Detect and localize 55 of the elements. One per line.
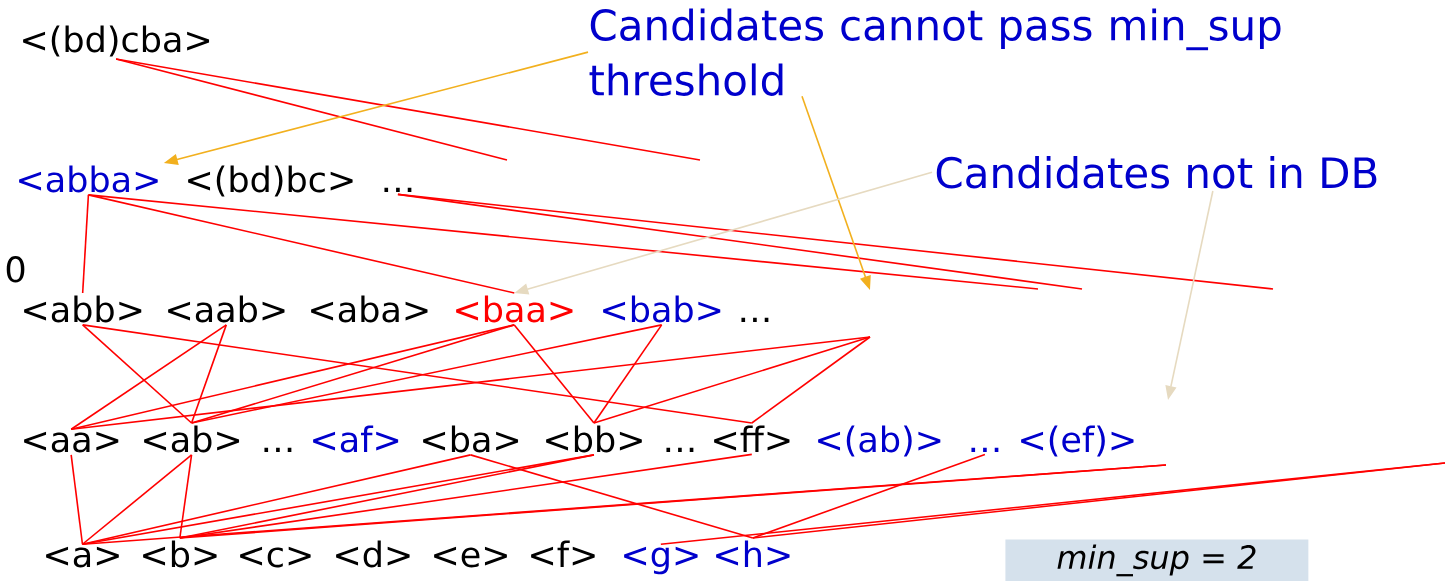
sequence-text: … [264, 447, 292, 452]
sequence-text: <ba> [423, 425, 519, 453]
sequence-text: <bab> [603, 295, 721, 323]
connector-line [751, 336, 871, 424]
connector-line [81, 194, 90, 294]
connector-line [593, 324, 663, 424]
sequence-text: <af> [313, 425, 399, 453]
sequence-text: … [666, 447, 694, 452]
callout-text: Candidates not in DB [936, 156, 1377, 189]
connector-line [81, 454, 193, 546]
connector-line [397, 193, 1274, 290]
sequence-text: <ff> [714, 425, 790, 452]
connector-line [179, 454, 193, 539]
connector-line [190, 324, 663, 424]
connector-line [397, 193, 1083, 290]
sequence-text: … [971, 447, 999, 452]
sequence-text: <aab> [168, 295, 285, 323]
connector-line [81, 324, 193, 424]
connector-line [469, 454, 754, 539]
sequence-text: <ab> [144, 425, 240, 453]
sequence-text: <aa> [24, 431, 119, 453]
sequence-text: <f> [531, 540, 595, 567]
sequence-text: … [741, 317, 769, 322]
sequence-text: <abb> [24, 295, 142, 323]
connector-line [752, 453, 986, 539]
sequence-text: <(bd)bc> [188, 165, 353, 197]
note-box: min_sup = 2 [1005, 539, 1309, 581]
sequence-text: <abba> [19, 165, 158, 193]
sequence-text: <e> [434, 546, 507, 568]
connector-line [593, 336, 871, 424]
connector-line [190, 324, 228, 424]
connector-line [115, 58, 701, 161]
connector-line [81, 324, 753, 424]
connector-line [513, 324, 595, 424]
sequence-text: <aba> [311, 295, 428, 323]
sequence-text: <(bd)cba> [23, 25, 210, 57]
sequence-text: <d> [336, 540, 410, 568]
sequence-text: <bb> [546, 425, 642, 453]
cut-off-text: 0 [6, 256, 25, 283]
connector-line [70, 324, 228, 431]
sequence-text: <(ab)> [818, 425, 941, 457]
connector-line [179, 464, 1167, 539]
sequence-text: <b> [143, 540, 217, 568]
sequence-text: <g> [624, 546, 698, 575]
sequence-text: <h> [716, 540, 790, 567]
sequence-text: <(ef)> [1021, 425, 1134, 457]
connector-line [752, 462, 1445, 539]
sequence-text: <baa> [456, 295, 573, 323]
sequence-text: <c> [240, 546, 311, 568]
connector-line [87, 194, 1039, 290]
connector-line [70, 454, 84, 546]
sequence-text: <a> [46, 546, 119, 568]
callout-text: Candidates cannot pass min_sup threshold [589, 8, 1281, 96]
sequence-text: … [384, 187, 412, 192]
connector-line [70, 336, 871, 431]
